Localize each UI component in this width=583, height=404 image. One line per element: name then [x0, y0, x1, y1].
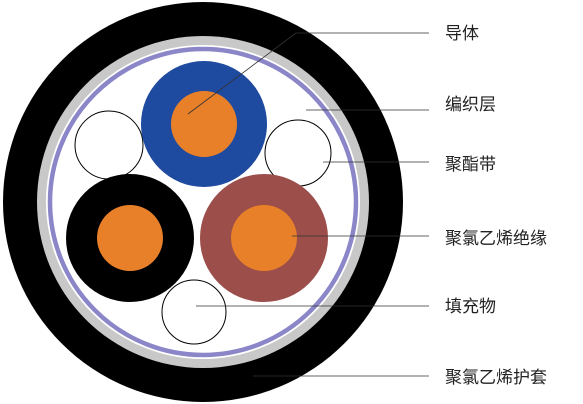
conductor-brown-core	[231, 205, 297, 271]
label-pvc-sheath: 聚氯乙烯护套	[445, 368, 547, 388]
filler-left	[74, 110, 144, 180]
label-pvc-insulation: 聚氯乙烯绝缘	[445, 229, 547, 249]
conductor-black-core	[97, 205, 163, 271]
core-blue	[141, 61, 267, 187]
core-brown	[200, 174, 328, 302]
label-polyester-tape: 聚酯带	[445, 155, 496, 175]
core-black	[66, 174, 194, 302]
label-filler: 填充物	[445, 297, 496, 317]
filler-bottom	[161, 279, 227, 345]
label-conductor: 导体	[445, 24, 479, 44]
label-braid: 编织层	[445, 95, 496, 115]
leader-conductor	[187, 32, 429, 115]
conductor-blue-core	[171, 91, 237, 157]
